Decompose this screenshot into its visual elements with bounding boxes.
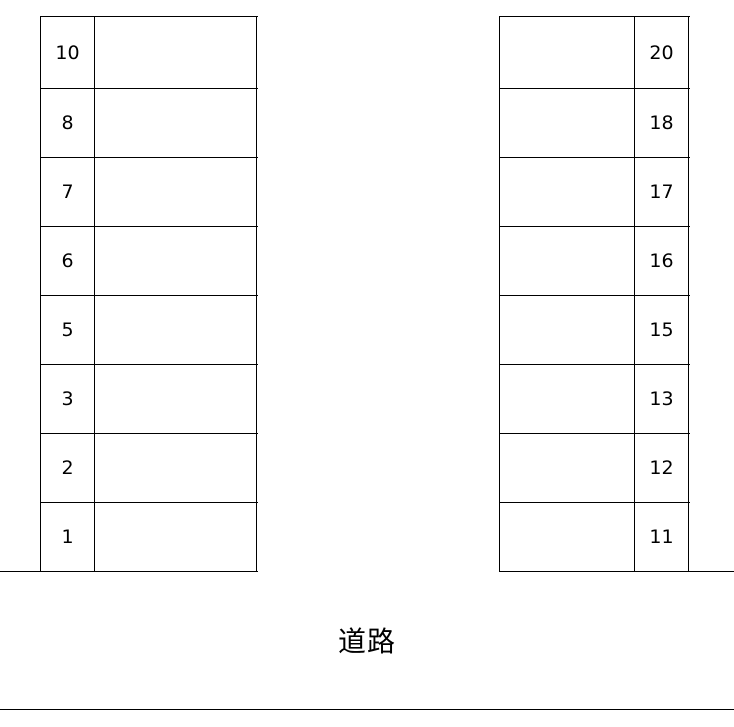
space-number: 16 [635,227,689,295]
parking-row: 2 [41,434,258,503]
parking-row: 10 [41,17,258,89]
space-number: 13 [635,365,689,433]
parking-row: 15 [500,296,690,365]
parking-space [95,17,257,88]
parking-row: 3 [41,365,258,434]
road-label: 道路 [337,625,396,658]
parking-space [500,503,635,571]
parking-space [95,503,257,571]
space-number: 5 [41,296,95,364]
road-edge-top-right [688,571,734,572]
space-number: 20 [635,17,689,88]
space-number: 10 [41,17,95,88]
road-edge-top-left [0,571,41,572]
parking-space [500,296,635,364]
right-parking-block: 20 18 17 16 15 13 12 11 [499,16,690,572]
parking-row: 1 [41,503,258,572]
parking-row: 6 [41,227,258,296]
parking-space [95,89,257,157]
parking-space [500,365,635,433]
space-number: 15 [635,296,689,364]
space-number: 17 [635,158,689,226]
parking-space [500,17,635,88]
parking-space [95,434,257,502]
parking-row: 16 [500,227,690,296]
parking-row: 5 [41,296,258,365]
space-number: 12 [635,434,689,502]
parking-space [95,158,257,226]
parking-space [500,158,635,226]
parking-space [95,227,257,295]
space-number: 8 [41,89,95,157]
parking-space [500,227,635,295]
road-edge-bottom [0,709,734,710]
parking-space [95,365,257,433]
space-number: 7 [41,158,95,226]
parking-row: 17 [500,158,690,227]
parking-row: 12 [500,434,690,503]
parking-space [95,296,257,364]
parking-space [500,89,635,157]
space-number: 11 [635,503,689,571]
parking-row: 7 [41,158,258,227]
parking-row: 8 [41,89,258,158]
space-number: 18 [635,89,689,157]
parking-row: 11 [500,503,690,572]
space-number: 6 [41,227,95,295]
space-number: 1 [41,503,95,571]
space-number: 2 [41,434,95,502]
left-parking-block: 10 8 7 6 5 3 2 1 [40,16,258,572]
parking-row: 18 [500,89,690,158]
parking-space [500,434,635,502]
space-number: 3 [41,365,95,433]
parking-row: 13 [500,365,690,434]
parking-row: 20 [500,17,690,89]
